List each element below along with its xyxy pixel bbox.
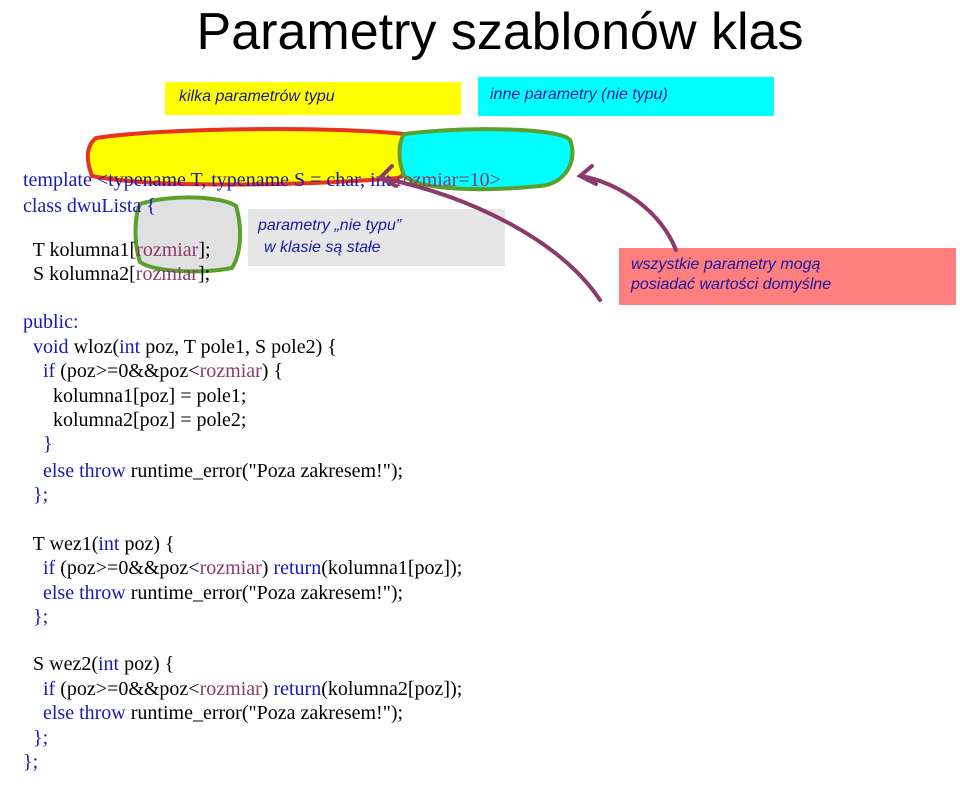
code-keyword: template	[23, 169, 97, 191]
defaults-note-line1: wszystkie parametry mogą	[631, 256, 821, 273]
code-line: public:	[3, 286, 79, 358]
code-text: )	[261, 557, 274, 579]
code-text: (kolumna2[poz]);	[321, 678, 463, 700]
code-line: };	[3, 726, 38, 798]
code-line: class dwuLista {	[3, 170, 156, 242]
code-keyword: return	[273, 678, 322, 700]
code-param: rozmiar	[199, 360, 262, 382]
code-param: rozmiar	[199, 678, 262, 700]
code-text: S wez2(	[23, 653, 98, 675]
code-text: runtime_error("Poza zakresem!");	[130, 460, 404, 482]
code-keyword: int	[119, 336, 146, 358]
code-text: };	[23, 606, 49, 628]
code-text: )	[261, 678, 274, 700]
code-text: ];	[197, 263, 211, 285]
slide-title: Parametry szablonów klas	[196, 3, 804, 61]
code-keyword: public:	[23, 311, 79, 333]
code-text: };	[23, 751, 39, 773]
constants-note-line2: w klasie są stałe	[264, 239, 381, 256]
code-text: ];	[198, 239, 211, 261]
code-line: };	[3, 581, 48, 653]
code-keyword: else throw	[43, 460, 131, 482]
code-line: if (poz>=0&&poz<rozmiar) {	[3, 335, 283, 407]
code-keyword: if	[43, 557, 61, 579]
code-text: (poz>=0&&poz<	[60, 557, 200, 579]
code-line: T wez1(int poz) {	[3, 508, 175, 580]
defaults-note: wszystkie parametry mogą posiadać wartoś…	[619, 248, 956, 305]
code-keyword: if	[43, 678, 61, 700]
code-text: kolumna1[poz] = pole1;	[23, 385, 247, 407]
code-line: }	[3, 408, 53, 480]
code-line: if (poz>=0&&poz<rozmiar) return(kolumna2…	[3, 653, 462, 725]
arrow-head-rozmiar	[576, 164, 598, 186]
non-type-params-callout-text: inne parametry (nie typu)	[490, 86, 668, 103]
arrow-to-rozmiar-default	[580, 174, 678, 252]
code-line: };	[3, 459, 48, 531]
code-keyword: return	[273, 557, 322, 579]
code-text: poz) {	[124, 653, 175, 675]
code-text: kolumna2[poz] = pole2;	[23, 409, 247, 431]
code-keyword: if	[43, 360, 61, 382]
code-line: kolumna2[poz] = pole2;	[3, 384, 246, 456]
constants-note: parametry „nie typu” w klasie są stałe	[248, 209, 505, 266]
type-params-callout: kilka parametrów typu	[165, 82, 461, 115]
non-type-params-callout: inne parametry (nie typu)	[478, 77, 774, 116]
code-text: runtime_error("Poza zakresem!");	[130, 582, 404, 604]
code-line: else throw runtime_error("Poza zakresem!…	[3, 435, 403, 507]
code-keyword: else throw	[43, 702, 131, 724]
code-param: rozmiar	[199, 557, 262, 579]
code-text: }	[23, 433, 53, 455]
constants-note-line1: parametry „nie typu”	[258, 217, 402, 234]
code-line: else throw runtime_error("Poza zakresem!…	[3, 677, 403, 749]
code-text: poz) {	[124, 533, 175, 555]
code-text: T wez1(	[23, 533, 99, 555]
code-text: S kolumna2[	[23, 263, 136, 285]
code-keyword: int	[98, 533, 125, 555]
code-text: T kolumna1[	[23, 239, 137, 261]
code-text: runtime_error("Poza zakresem!");	[130, 702, 404, 724]
code-param: rozmiar	[135, 263, 198, 285]
code-keyword: class dwuLista {	[23, 195, 156, 217]
code-text: };	[23, 727, 49, 749]
code-text: (kolumna1[poz]);	[321, 557, 463, 579]
code-text: };	[23, 484, 49, 506]
code-line: S wez2(int poz) {	[3, 628, 174, 700]
code-line: void wloz(int poz, T pole1, S pole2) {	[3, 311, 337, 383]
code-param: rozmiar	[136, 239, 199, 261]
code-keyword: void	[23, 336, 74, 358]
code-keyword: else throw	[43, 582, 131, 604]
code-text: (poz>=0&&poz<	[60, 678, 200, 700]
code-text: wloz(	[73, 336, 120, 358]
code-template-args: <typename T, typename S = char,	[96, 169, 371, 191]
code-line: T kolumna1[rozmiar];	[3, 214, 211, 286]
type-params-callout-text: kilka parametrów typu	[179, 88, 335, 105]
code-keyword: int	[370, 169, 397, 191]
code-line: };	[3, 702, 48, 774]
defaults-note-line2: posiadać wartości domyślne	[631, 276, 832, 293]
code-text: ) {	[261, 360, 284, 382]
code-keyword: int	[97, 653, 125, 675]
code-param: rozmiar=10>	[396, 169, 501, 191]
code-line: kolumna1[poz] = pole1;	[3, 360, 246, 432]
code-line: else throw runtime_error("Poza zakresem!…	[3, 557, 403, 629]
code-line: S kolumna2[rozmiar];	[3, 238, 210, 310]
code-text: (poz>=0&&poz<	[60, 360, 200, 382]
code-text: poz, T pole1, S pole2) {	[145, 336, 337, 358]
code-line: if (poz>=0&&poz<rozmiar) return(kolumna1…	[3, 532, 462, 604]
